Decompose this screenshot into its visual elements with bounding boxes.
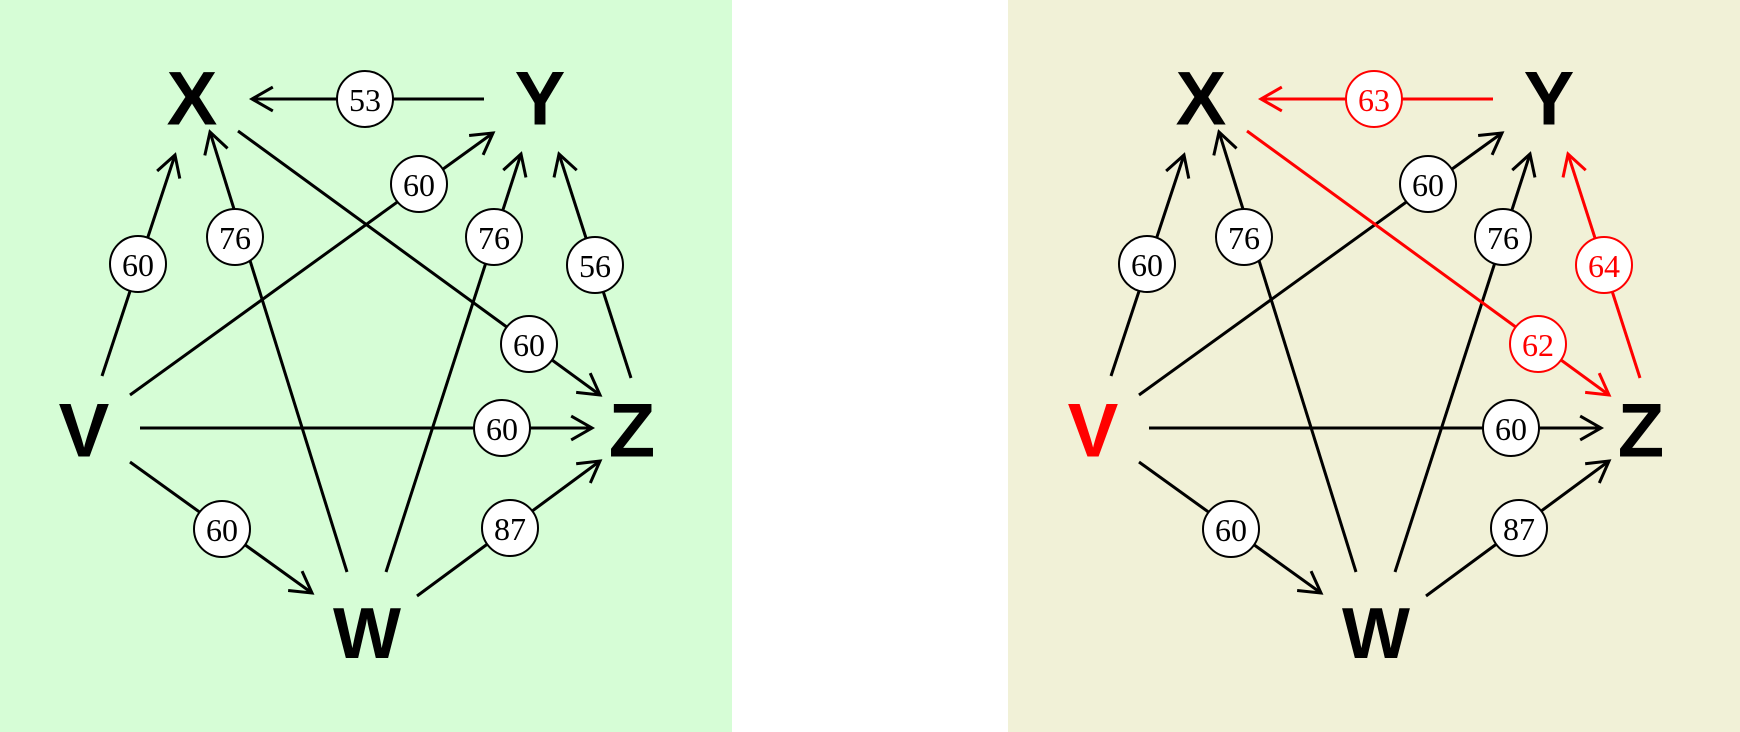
edge-weight-circle xyxy=(1202,500,1260,558)
arrowhead xyxy=(1296,570,1324,595)
edge-weight-circle xyxy=(465,208,523,266)
node-y: Y xyxy=(515,57,566,142)
edge-v-to-x: 60 xyxy=(1109,152,1191,377)
edge-v-to-y: 60 xyxy=(1138,131,1505,397)
edge-weight-label: 53 xyxy=(349,82,381,118)
node-y: Y xyxy=(1524,57,1575,142)
edge-weight-circle xyxy=(1118,235,1176,293)
edge-y-to-x: 63 xyxy=(1257,70,1493,128)
arrowhead xyxy=(1212,129,1238,156)
edge-weight-circle xyxy=(1215,208,1273,266)
edge-weight-label: 76 xyxy=(478,220,510,256)
node-w: W xyxy=(1342,594,1410,674)
edge-w-to-y: 76 xyxy=(384,151,528,573)
edge-weight-label: 64 xyxy=(1588,248,1620,284)
edge-weight-circle xyxy=(390,155,448,213)
edge-x-to-z: 60 xyxy=(237,129,603,397)
arrowhead xyxy=(203,129,229,156)
edge-line xyxy=(208,131,349,573)
edge-weight-label: 87 xyxy=(494,511,526,547)
edge-weight-circle xyxy=(1474,208,1532,266)
node-w: W xyxy=(333,594,401,674)
edge-w-to-x: 76 xyxy=(1212,129,1358,573)
edge-line xyxy=(1217,131,1358,573)
arrowhead xyxy=(575,372,603,397)
arrowhead xyxy=(502,151,528,178)
edge-v-to-y: 60 xyxy=(129,131,496,397)
edge-v-to-x: 60 xyxy=(100,152,182,377)
edge-weight-circle xyxy=(206,208,264,266)
edge-weight-label: 87 xyxy=(1503,511,1535,547)
edge-weight-label: 63 xyxy=(1358,82,1390,118)
node-v: V xyxy=(1068,389,1119,474)
edge-weight-label: 60 xyxy=(206,512,238,548)
edge-weight-circle xyxy=(500,315,558,373)
edge-v-to-z: 60 xyxy=(140,399,596,457)
edge-weight-label: 76 xyxy=(1487,220,1519,256)
edge-weight-label: 60 xyxy=(486,411,518,447)
edge-weight-label: 60 xyxy=(122,247,154,283)
edge-weight-label: 60 xyxy=(1131,247,1163,283)
edge-weight-label: 60 xyxy=(1412,167,1444,203)
edge-weight-circle xyxy=(473,399,531,457)
arrowhead xyxy=(575,459,603,484)
edge-y-to-x: 53 xyxy=(248,70,484,128)
edge-weight-label: 76 xyxy=(1228,220,1260,256)
node-x: X xyxy=(1176,57,1227,142)
edge-w-to-x: 76 xyxy=(203,129,349,573)
arrowhead xyxy=(248,85,274,113)
edge-weight-circle xyxy=(1482,399,1540,457)
edge-weight-circle xyxy=(1345,70,1403,128)
edge-weight-label: 62 xyxy=(1522,327,1554,363)
edge-weight-label: 60 xyxy=(1215,512,1247,548)
graph-panel-left: 53 60 76 60 76 56 60 60 87 60 X Y V Z W xyxy=(59,57,656,675)
arrowhead xyxy=(1511,151,1537,178)
arrowhead xyxy=(468,131,496,156)
arrowhead xyxy=(570,414,596,442)
edge-x-to-z: 62 xyxy=(1246,129,1612,397)
edge-weight-circle xyxy=(109,235,167,293)
arrowhead xyxy=(156,152,182,179)
edge-weight-circle xyxy=(1399,155,1457,213)
node-x: X xyxy=(167,57,218,142)
edge-weight-label: 60 xyxy=(403,167,435,203)
edge-w-to-y: 76 xyxy=(1393,151,1537,573)
edge-weight-circle xyxy=(1490,499,1548,557)
edge-weight-label: 60 xyxy=(1495,411,1527,447)
edge-weight-label: 76 xyxy=(219,220,251,256)
edge-weight-label: 56 xyxy=(579,248,611,284)
node-v: V xyxy=(59,389,110,474)
edge-weight-label: 60 xyxy=(513,327,545,363)
graph-panel-right: 63 60 76 60 76 64 62 60 87 60 X Y V Z W xyxy=(1068,57,1665,675)
edge-weight-circle xyxy=(481,499,539,557)
edge-weight-circle xyxy=(193,500,251,558)
arrowhead xyxy=(1584,372,1612,397)
arrowhead xyxy=(552,151,578,178)
edge-v-to-w: 60 xyxy=(1138,460,1324,595)
arrowhead xyxy=(1584,459,1612,484)
edge-w-to-z: 87 xyxy=(1425,459,1612,598)
arrowhead xyxy=(1579,414,1605,442)
edge-z-to-y: 56 xyxy=(552,151,633,379)
edge-weight-circle xyxy=(1509,315,1567,373)
arrowhead xyxy=(1561,151,1587,178)
edge-z-to-y: 64 xyxy=(1561,151,1642,379)
edge-weight-circle xyxy=(566,236,624,294)
edge-w-to-z: 87 xyxy=(416,459,603,598)
arrowhead xyxy=(1165,152,1191,179)
arrowhead xyxy=(1477,131,1505,156)
edge-weight-circle xyxy=(1575,236,1633,294)
arrowhead xyxy=(287,570,315,595)
arrowhead xyxy=(1257,85,1283,113)
edge-weight-circle xyxy=(336,70,394,128)
node-z: Z xyxy=(1618,389,1664,474)
edge-v-to-w: 60 xyxy=(129,460,315,595)
node-z: Z xyxy=(609,389,655,474)
edge-v-to-z: 60 xyxy=(1149,399,1605,457)
